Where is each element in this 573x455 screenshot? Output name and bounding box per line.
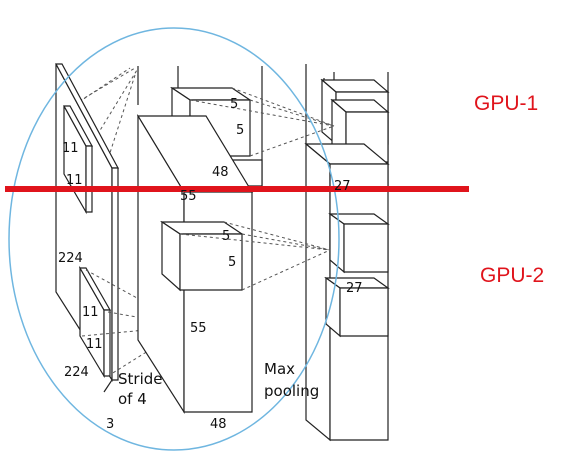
projection-lines-conv (179, 87, 335, 291)
conv1-top-cube-width: 5 (236, 123, 244, 138)
pooling-label-line2: pooling (264, 382, 319, 400)
conv2-top-size-label: 27 (334, 179, 351, 194)
input-size-bottom-label: 224 (64, 365, 89, 380)
conv2-bottom-size-label: 27 (346, 281, 363, 296)
conv1-bottom-cube (160, 220, 244, 292)
input-kernel-top-width: 11 (66, 173, 83, 188)
gpu-2-label: GPU-2 (480, 264, 544, 287)
stride-label-line1: Stride (118, 370, 163, 388)
conv1-bottom-cube-height: 5 (222, 229, 230, 244)
conv1-bottom-cube-width: 5 (228, 255, 236, 270)
input-size-label: 224 (58, 251, 83, 266)
conv1-top-depth-label: 48 (212, 165, 229, 180)
conv1-side-size-label: 55 (180, 189, 197, 204)
highlight-ellipse (8, 27, 340, 451)
conv2-bottom-block (304, 142, 390, 442)
input-layer (54, 63, 120, 393)
input-kernel-top-height: 11 (62, 141, 79, 156)
input-kernel-bottom-height: 11 (82, 305, 99, 320)
input-kernel-bottom-width: 11 (86, 337, 103, 352)
pooling-label-line1: Max (264, 360, 295, 378)
stride-label-line2: of 4 (118, 390, 147, 408)
input-depth-label: 3 (106, 417, 114, 432)
gpu-1-label: GPU-1 (474, 92, 538, 115)
conv1-bottom-size-label: 55 (190, 321, 207, 336)
conv1-top-cube-height: 5 (230, 97, 238, 112)
conv1-bottom-depth-label: 48 (210, 417, 227, 432)
